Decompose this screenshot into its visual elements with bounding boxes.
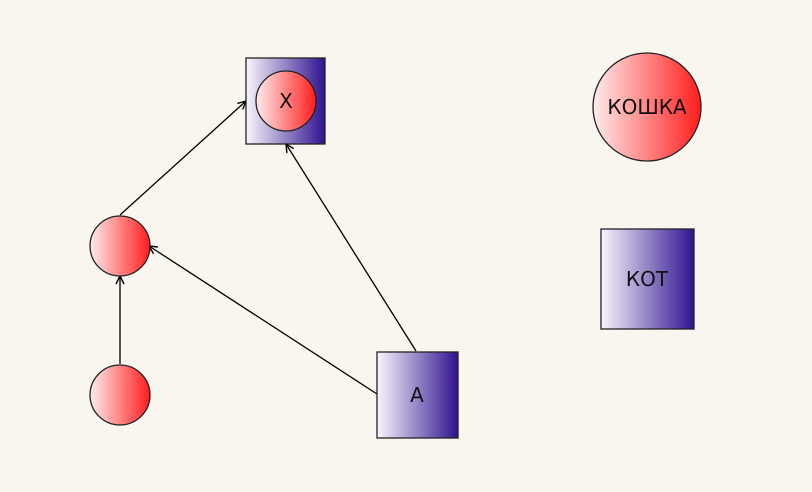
- node-mid-circle[interactable]: [89, 215, 151, 277]
- bottom-circle: [89, 364, 151, 426]
- edge-mid-circle-to-x-box: [119, 101, 246, 216]
- node-x-circle[interactable]: [255, 70, 317, 132]
- node-a-box[interactable]: A: [376, 351, 459, 439]
- node-bottom-circle[interactable]: [89, 364, 151, 426]
- a-box-square: [376, 351, 459, 439]
- koshka-circle: [592, 52, 702, 162]
- kot-square: [600, 228, 695, 330]
- mid-circle: [89, 215, 151, 277]
- x-circle-label: X: [279, 89, 293, 113]
- kot-label: КОТ: [626, 267, 669, 291]
- node-kot[interactable]: КОТ: [600, 228, 695, 330]
- edges-layer: [119, 101, 417, 395]
- node-koshka[interactable]: КОШКА: [592, 52, 702, 162]
- edge-a-box-to-x-box: [286, 144, 417, 352]
- edge-a-box-to-mid-circle: [149, 246, 378, 395]
- node-x-box[interactable]: X: [245, 57, 326, 145]
- koshka-label: КОШКА: [607, 95, 687, 119]
- a-box-label: A: [410, 383, 424, 407]
